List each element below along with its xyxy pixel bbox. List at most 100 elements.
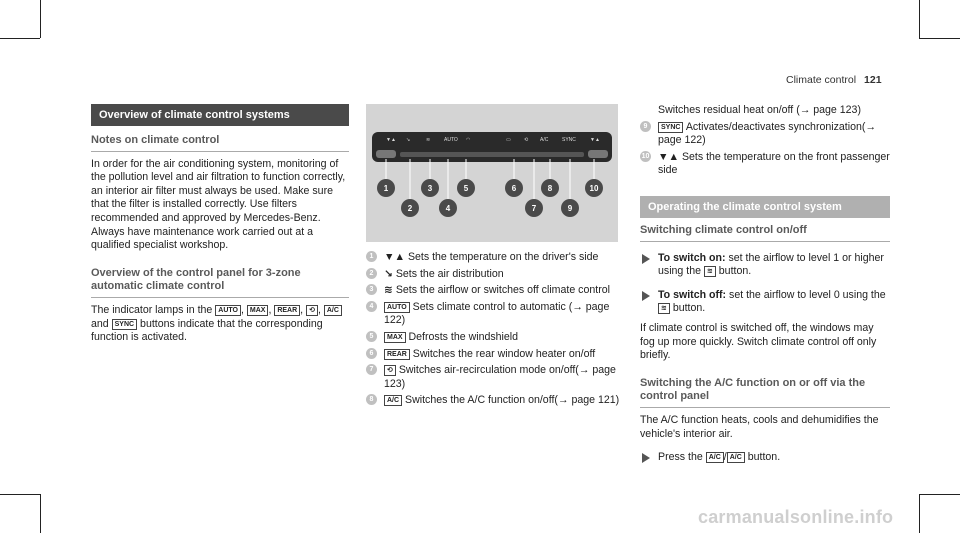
sync-icon: SYNC [658,121,684,133]
list-item: 5 MAX Defrosts the windshield [366,330,620,345]
ac-text: The A/C function heats, cools and dehumi… [640,413,879,440]
panel-auto-label: AUTO [444,137,458,143]
control-panel-illustration: ▼▲ ↘ ≋ AUTO ◠ ▭ ⟲ A/C SYNC ▼▲ 1 2 3 4 5 … [372,132,612,217]
svg-text:8: 8 [548,184,553,193]
crop-mark [919,494,920,533]
overview-heading: Overview of climate control systems [91,104,349,126]
section-title: Climate control [786,74,857,86]
callout-10 [585,179,603,197]
temp-left-icon: ▼▲ [386,137,396,143]
step-switch-on: To switch on: set the airflow to level 1… [640,252,890,279]
list-item: 3 ≋ Sets the airflow or switches off cli… [366,284,620,298]
panel-sync-label: SYNC [562,137,576,143]
step-arrow-icon [642,453,650,464]
temp-icon: ▼▲ [384,251,405,263]
item-number: 1 [366,251,377,262]
callout-2 [401,199,419,217]
control-panel-figure: ▼▲ ↘ ≋ AUTO ◠ ▭ ⟲ A/C SYNC ▼▲ 1 2 3 4 5 … [366,104,618,242]
crop-mark [919,38,960,39]
list-item: 8 A/C Switches the A/C function on/off(→… [366,394,620,408]
button-strip [400,152,584,157]
crop-mark [0,494,40,495]
item-number: 6 [366,347,377,359]
page-header: Climate control 121 [786,74,882,86]
step-arrow-icon [642,290,650,301]
ac-icon: A/C [726,452,745,464]
svg-text:9: 9 [568,204,573,213]
step-switch-off: To switch off: set the airflow to level … [640,289,890,316]
recirculation-icon: ⟲ [384,365,396,377]
notes-text: In order for the air conditioning system… [91,157,346,252]
recirculation-icon: ⟲ [306,304,318,316]
left-temp-rocker [376,150,396,158]
defrost-max-icon: MAX [384,331,406,343]
item-number: 3 [366,284,377,296]
callout-7 [525,199,543,217]
air-distribution-icon: ↘ [384,267,393,280]
svg-text:4: 4 [446,204,451,213]
panel-heading: Overview of the control panel for 3-zone… [91,267,349,298]
airflow-icon: ≋ [703,266,716,278]
step-press-ac: Press the A/C/A/C button. [640,451,890,465]
svg-text:6: 6 [512,184,517,193]
svg-text:1: 1 [384,184,389,193]
list-item: 1 ▼▲ Sets the temperature on the driver'… [366,251,620,265]
operating-heading: Operating the climate control system [640,195,890,218]
crop-mark [40,494,41,533]
ac-icon: A/C [384,395,403,407]
callout-1 [377,179,395,197]
crop-mark [0,38,40,39]
item-number: 5 [366,330,377,342]
callout-6 [505,179,523,197]
callout-4 [439,199,457,217]
svg-text:10: 10 [590,184,599,193]
left-column: Overview of climate control systems Note… [91,104,349,345]
item-number: 7 [366,364,377,376]
indicator-text: The indicator lamps in the AUTO, MAX, RE… [91,304,349,345]
page-number: 121 [864,74,882,86]
svg-text:5: 5 [464,184,469,193]
panel-max-icon: ◠ [466,137,470,143]
list-item: 6 REAR Switches the rear window heater o… [366,347,620,362]
right-column: Switches residual heat on/off (→ page 12… [640,104,890,465]
panel-recirc-icon: ⟲ [524,137,528,143]
item-number: 10 [640,150,651,162]
off-note: If climate control is switched off, the … [640,321,877,362]
right-temp-rocker [588,150,608,158]
auto-icon: AUTO [215,304,241,316]
defrost-max-icon: MAX [246,304,269,316]
ac-icon: A/C [323,304,342,316]
step-arrow-icon [642,253,650,264]
airflow-icon: ≋ [658,303,670,315]
item-number: 9 [640,120,651,132]
crop-mark [40,0,41,38]
temp-icon: ▼▲ [658,150,679,163]
continued-text: Switches residual heat on/off (→ page 12… [658,104,861,116]
list-item: 4 AUTO Sets climate control to automatic… [366,300,620,328]
callout-8 [541,179,559,197]
item-number: 4 [366,300,377,312]
air-distribution-icon: ↘ [406,137,410,143]
panel-rear-icon: ▭ [506,137,511,143]
notes-heading: Notes on climate control [91,134,349,152]
list-item: 9 SYNC Activates/deactivates synchroniza… [640,120,890,148]
rear-window-icon: REAR [274,304,301,316]
crop-mark [919,0,920,38]
list-item: 7 ⟲ Switches air-recirculation mode on/o… [366,364,620,391]
item-number: 8 [366,394,377,406]
switching-heading: Switching climate control on/off [640,224,890,242]
rear-window-icon: REAR [384,348,410,360]
sync-icon: SYNC [111,318,138,330]
middle-column: 1 ▼▲ Sets the temperature on the driver'… [366,248,620,408]
ac-icon: A/C [705,452,724,464]
svg-text:2: 2 [408,204,413,213]
panel-ac-label: A/C [540,137,549,143]
airflow-icon: ≋ [384,284,393,297]
list-item: 10 ▼▲ Sets the temperature on the front … [640,150,890,177]
callout-3 [421,179,439,197]
watermark: carmanualsonline.info [698,507,894,527]
item-number: 2 [366,267,377,279]
auto-icon: AUTO [384,301,410,313]
svg-text:7: 7 [532,204,537,213]
list-item: 2 ↘ Sets the air distribution [366,267,620,282]
